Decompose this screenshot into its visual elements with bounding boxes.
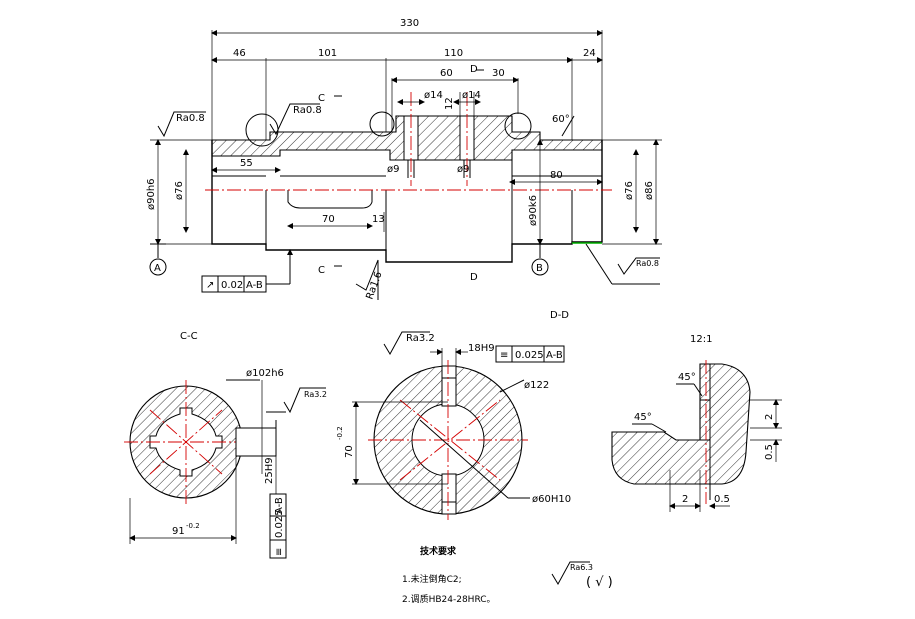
section-mark-d-bottom: D: [470, 272, 478, 283]
svg-text:≡: ≡: [274, 548, 285, 556]
dim-13: 13: [372, 214, 385, 225]
dim-dia9-a: ø9: [387, 164, 399, 175]
depth-70-tol: -0.2: [336, 426, 344, 440]
roughness-symbol-mid: Ra0.8: [269, 103, 322, 136]
roughness-symbol-left: Ra0.8: [157, 111, 206, 138]
dim-dia14-a: ø14: [424, 90, 443, 101]
dim-46: 46: [233, 48, 246, 59]
svg-text:A-B: A-B: [546, 350, 563, 361]
svg-text:0.025: 0.025: [274, 509, 285, 538]
dim-80: 80: [550, 170, 563, 181]
svg-text:≡: ≡: [500, 350, 508, 361]
svg-text:A: A: [154, 263, 161, 274]
general-roughness: Ra6.3: [570, 563, 593, 572]
svg-text:B: B: [536, 263, 543, 274]
svg-text:0.5: 0.5: [764, 444, 775, 460]
datum-b: B: [531, 258, 549, 276]
svg-text:0.025: 0.025: [515, 350, 544, 361]
roughness-symbol-right: Ra0.8: [617, 257, 660, 275]
note-line-1: 1.未注倒角C2;: [402, 573, 462, 585]
dim-30: 30: [492, 68, 505, 79]
key-18H9: 18H9: [468, 343, 495, 354]
key-25H9: 25H9: [264, 457, 275, 484]
dia-102h6: ø102h6: [246, 368, 284, 379]
svg-text:0.5: 0.5: [714, 494, 730, 505]
roughness-symbol-bottom: Ra1.6: [355, 259, 385, 301]
section-cc-title: C-C: [180, 331, 198, 342]
svg-text:45°: 45°: [678, 372, 696, 383]
svg-text:45°: 45°: [634, 412, 652, 423]
main-dimension-lines: [150, 30, 662, 285]
dim-dia76-left: ø76: [174, 181, 185, 200]
svg-text:0.02: 0.02: [221, 280, 243, 291]
depth-91: 91: [172, 526, 185, 537]
cc-tolerance-frame: ≡ 0.025 A-B: [269, 493, 287, 559]
svg-text:2: 2: [764, 414, 775, 420]
detail-view: 12:1 45° 45° 2 0.5 2 0.5: [611, 334, 782, 512]
svg-text:Ra3.2: Ra3.2: [304, 390, 327, 399]
section-mark-d-top: D: [470, 64, 478, 75]
dim-dia14-b: ø14: [462, 90, 481, 101]
svg-text:A-B: A-B: [274, 497, 285, 514]
dia-122: ø122: [524, 380, 549, 391]
notes-title: 技术要求: [420, 545, 457, 557]
dim-330: 330: [400, 18, 419, 29]
dim-110: 110: [444, 48, 463, 59]
svg-text:A-B: A-B: [246, 280, 263, 291]
datum-a: A: [149, 258, 167, 276]
svg-text:Ra0.8: Ra0.8: [636, 259, 659, 268]
note-line-2: 2.调质HB24-28HRC。: [402, 593, 496, 605]
section-d-d: D-D Ra3.2 18H9 ø122 ø60H10 70 -0.2: [336, 310, 571, 520]
runout-tolerance-frame: ↗ 0.02 A-B: [201, 275, 267, 293]
dim-60: 60: [440, 68, 453, 79]
dim-dia9-b: ø9: [457, 164, 469, 175]
dim-dia86: ø86: [644, 181, 655, 200]
section-mark-c-top: C: [318, 93, 325, 104]
shaft-outline: [211, 140, 603, 263]
general-roughness-paren: ( √ ): [586, 575, 613, 590]
svg-text:2: 2: [682, 494, 688, 505]
section-c-c: C-C Ra3.2 ø102h6 25H9 91 -0.2 ≡ 0.025 A-…: [124, 331, 327, 559]
section-mark-c-bottom: C: [318, 265, 325, 276]
svg-text:Ra0.8: Ra0.8: [293, 105, 322, 116]
section-dd-title: D-D: [550, 310, 569, 321]
main-view-labels: 330 46 101 110 24 60 30 ø14 ø14 12 ø9 ø9…: [146, 18, 655, 283]
svg-text:Ra0.8: Ra0.8: [176, 113, 205, 124]
dim-dia76-right: ø76: [624, 181, 635, 200]
svg-text:↗: ↗: [206, 280, 214, 291]
dim-dia90k6: ø90k6: [528, 195, 539, 226]
dim-101: 101: [318, 48, 337, 59]
depth-70: 70: [344, 445, 355, 458]
dim-12: 12: [444, 97, 455, 110]
dia-60H10: ø60H10: [532, 494, 571, 505]
technical-notes: 技术要求 1.未注倒角C2; 2.调质HB24-28HRC。 Ra6.3 ( √…: [402, 545, 613, 605]
dim-dia90h6: ø90h6: [146, 178, 157, 210]
dim-70: 70: [322, 214, 335, 225]
dim-24: 24: [583, 48, 596, 59]
detail-scale: 12:1: [690, 334, 712, 345]
svg-text:Ra3.2: Ra3.2: [406, 333, 435, 344]
depth-91-tol: -0.2: [186, 522, 200, 530]
dim-55: 55: [240, 158, 253, 169]
dd-tolerance-frame: ≡ 0.025 A-B: [495, 345, 565, 363]
angle-60: 60°: [552, 114, 570, 125]
